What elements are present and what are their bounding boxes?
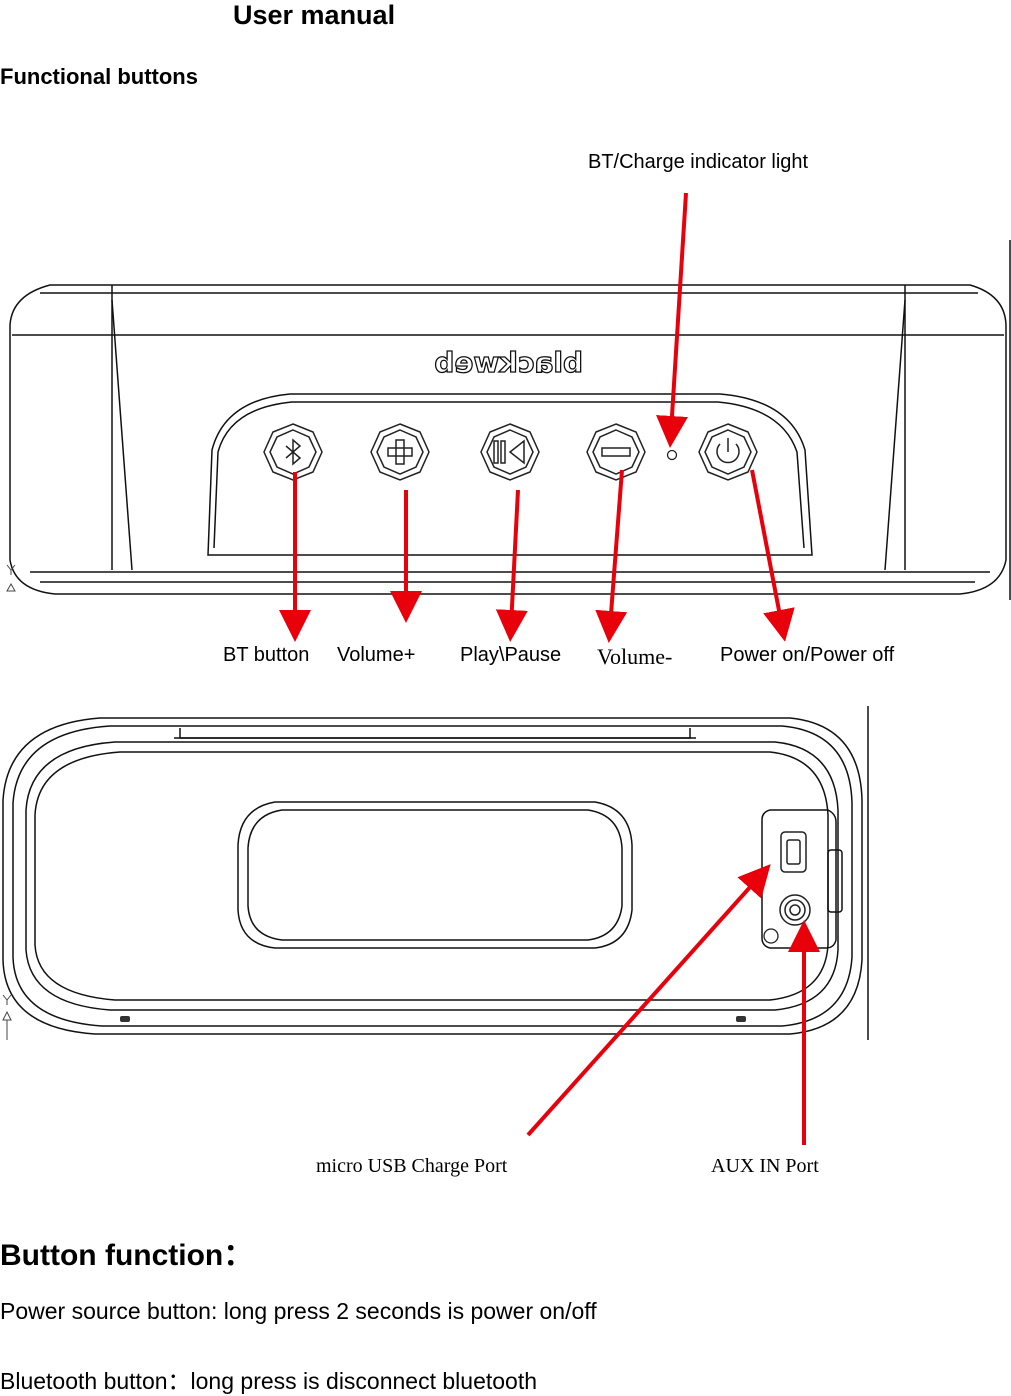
front-speaker-outline [9, 240, 1011, 600]
back-small-hole [763, 928, 779, 944]
front-callout-arrows [279, 192, 795, 643]
page-title: User manual [233, 0, 396, 30]
play-pause-icon [480, 423, 540, 481]
power-instruction: Power source button: long press 2 second… [0, 1298, 597, 1324]
arrow-indicator [656, 192, 688, 448]
power-label: Power on/Power off [720, 644, 895, 666]
indicator-label: BT/Charge indicator light [588, 151, 809, 173]
aux-jack-icon [779, 894, 811, 926]
button-function-heading: Button function： [0, 1239, 254, 1272]
plus-icon [370, 423, 430, 481]
arrow-volume-down [595, 469, 628, 643]
volume-down-label: Volume- [597, 644, 673, 669]
indicator-light [666, 449, 678, 461]
arrow-power [750, 469, 795, 642]
usb-port-label: micro USB Charge Port [316, 1155, 508, 1177]
svg-text:blackweb: blackweb [434, 346, 583, 379]
arrow-usb [526, 864, 771, 1137]
bt-button-label: BT button [223, 644, 310, 666]
back-callout-arrows [526, 864, 820, 1145]
aux-port-label: AUX IN Port [711, 1155, 819, 1177]
back-speaker-outline [2, 706, 869, 1040]
arrow-play-pause [495, 489, 528, 642]
axis-mark-back [2, 994, 12, 1040]
axis-mark-front [6, 564, 16, 592]
back-feet [120, 1016, 746, 1022]
bluetooth-icon [263, 423, 323, 481]
bluetooth-instruction: Bluetooth button：long press is disconnec… [0, 1368, 538, 1394]
brand-logo: blackweb [434, 345, 584, 379]
micro-usb-icon [780, 831, 807, 873]
minus-icon [586, 423, 646, 481]
volume-up-label: Volume+ [337, 644, 416, 666]
section-subtitle: Functional buttons [0, 64, 198, 89]
play-pause-label: Play\Pause [460, 644, 562, 666]
power-icon [698, 423, 758, 481]
